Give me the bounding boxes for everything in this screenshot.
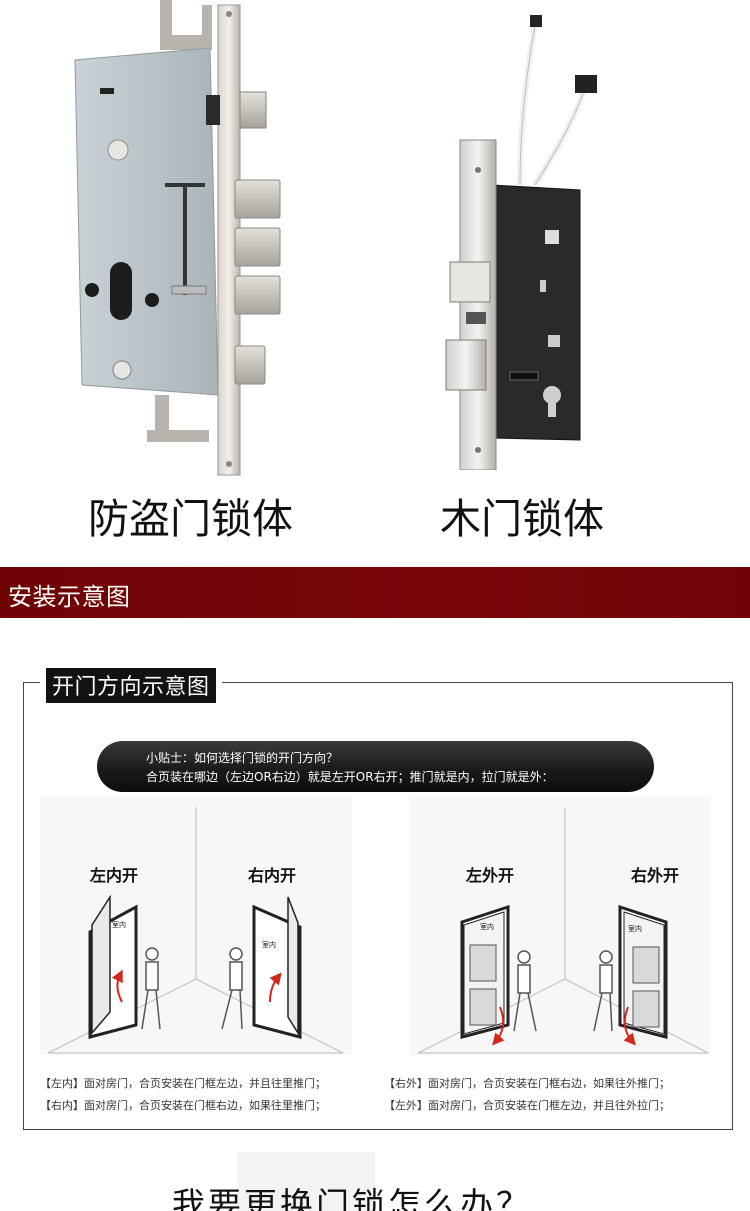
person-4-icon <box>593 950 613 1032</box>
product-caption-wooden: 木门锁体 <box>440 495 604 543</box>
room-label-left-in: 左内开 <box>89 866 138 885</box>
door-label-3: 室内 <box>480 922 494 931</box>
room-label-right-out: 右外开 <box>631 866 679 885</box>
door-label-1: 室内 <box>112 920 126 929</box>
note-left-outward: 【左外】面对房门，合页安装在门框左边，并且往外拉门； <box>384 1099 670 1112</box>
room-label-right-in: 右内开 <box>248 866 296 885</box>
door-direction-diagram: 左内开 右内开 左外开 右外开 室内 室内 室内 <box>40 797 710 1055</box>
person-1-icon <box>141 947 161 1030</box>
diagram-title-box: 开门方向示意图 <box>40 665 222 703</box>
section-banner: 安装示意图 <box>0 567 750 618</box>
bottom-gray-block <box>237 1152 375 1211</box>
note-right-inward: 【右内】面对房门，合页安装在门框右边，如果往里推门； <box>40 1099 326 1112</box>
person-2-icon <box>221 947 243 1030</box>
door-left-outward: 室内 <box>460 904 510 1046</box>
anti-theft-mortise-lock-icon <box>74 0 281 476</box>
tip-bar: 小贴士：如何选择门锁的开门方向？ 合页装在哪边（左边OR右边）就是左开OR右开；… <box>97 741 654 792</box>
tip-answer: 合页装在哪边（左边OR右边）就是左开OR右开；推门就是内，拉门就是外： <box>146 770 554 784</box>
note-left-inward: 【左内】面对房门，合页安装在门框左边，并且往里推门； <box>40 1077 326 1090</box>
room-pair-left <box>40 797 352 1055</box>
room-label-left-out: 左外开 <box>465 866 514 885</box>
door-left-inward: 室内 <box>88 894 138 1039</box>
note-right-outward: 【右外】面对房门，合页安装在门框右边，如果往外推门； <box>384 1077 670 1090</box>
door-label-2: 室内 <box>262 940 276 949</box>
product-section: 防盗门锁体 木门锁体 <box>0 0 750 565</box>
person-3-icon <box>513 950 537 1032</box>
product-caption-anti-theft: 防盗门锁体 <box>88 495 293 543</box>
diagram-title: 开门方向示意图 <box>46 668 216 703</box>
door-right-inward: 室内 <box>252 896 302 1039</box>
wooden-door-mortise-lock-icon <box>445 15 597 470</box>
door-label-4: 室内 <box>628 924 642 933</box>
section-title: 安装示意图 <box>8 583 131 611</box>
door-right-outward: 室内 <box>618 904 668 1046</box>
bottom-heading: 我要更换门锁怎么办？ <box>172 1185 532 1211</box>
tip-question: 小贴士：如何选择门锁的开门方向？ <box>146 751 339 765</box>
